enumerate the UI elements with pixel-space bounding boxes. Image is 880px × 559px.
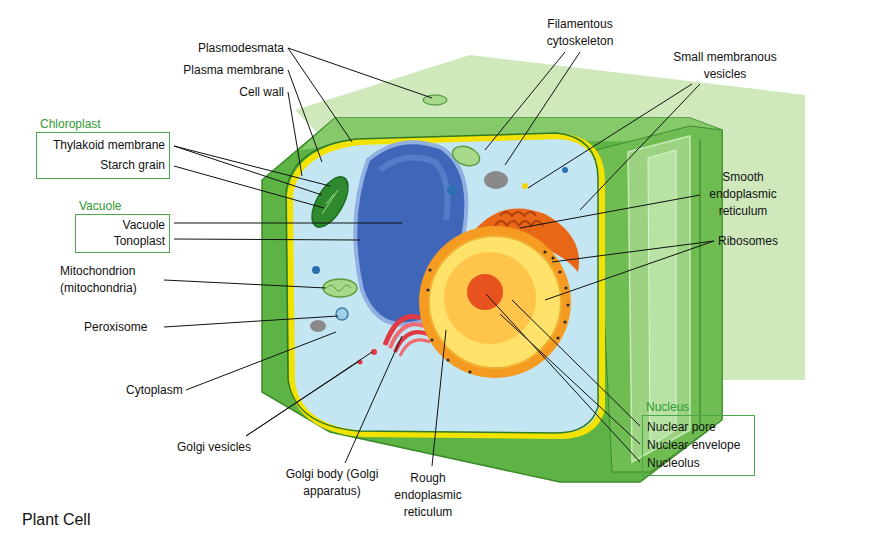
illustration-line [174,146,322,195]
illustration-line [520,195,700,228]
illustration-circle [336,308,348,320]
illustration-circle [312,266,320,274]
illustration-line [580,84,700,210]
illustration-circle [428,268,431,271]
group-item: Nucleolus [647,454,750,472]
group-heading: Nucleus [642,400,755,415]
cytoplasm [286,133,602,436]
organelle-group-box: VacuoleVacuoleTonoplast [75,199,170,253]
group-item: Vacuole [80,217,165,233]
illustration-line [246,352,372,436]
part-label: Cytoplasm [126,382,206,399]
illustration-path [286,133,598,433]
illustration-circle [551,256,554,259]
illustration-circle [566,303,569,306]
cell-wall [262,55,805,482]
illustration-ellipse [450,143,482,169]
illustration-circle [430,338,433,341]
illustration-line [545,241,714,300]
illustration-circle [468,370,471,373]
illustration-line [174,223,402,224]
illustration-circle [543,250,546,253]
figure-caption: Plant Cell [22,510,90,530]
group-item: Nuclear pore [647,418,750,436]
illustration-line [486,294,640,462]
illustration-line [322,190,338,214]
illustration-circle [564,286,567,289]
illustration-circle [426,288,429,291]
part-label: Peroxisome [84,319,164,336]
group-item: Nuclear envelope [647,436,750,454]
illustration-path [500,212,536,216]
part-label: Small membranous vesicles [660,49,790,83]
part-label: Golgi body (Golgi apparatus) [280,466,384,500]
illustration-line [174,166,324,208]
illustration-line [505,52,580,165]
illustration-circle [556,336,559,339]
illustration-line [186,332,336,390]
group-item: Thylakoid membrane [41,135,165,155]
part-label: Mitochondrion (mitochondria) [60,263,160,297]
illustration-path [400,340,430,356]
chloroplast [305,171,356,232]
part-label: Plasma membrane [154,62,284,79]
group-frame: VacuoleTonoplast [75,214,170,253]
illustration-line [552,241,714,262]
illustration-line [288,92,302,176]
illustration-line [288,70,322,162]
group-item: Starch grain [41,155,165,175]
illustration-line [500,314,640,444]
illustration-circle [467,274,503,310]
group-frame: Thylakoid membraneStarch grain [36,132,170,179]
illustration-path [290,136,602,436]
part-label: Golgi vesicles [159,439,269,456]
illustration-line [164,316,338,327]
part-label: Rough endoplasmic reticulum [383,470,473,521]
illustration-circle [522,183,528,189]
part-label: Plasmodesmata [154,40,284,57]
illustration-circle [419,226,571,378]
group-heading: Vacuole [75,199,170,214]
part-label: Cell wall [154,84,284,101]
nucleus [419,208,579,378]
illustration-line [174,146,330,186]
part-label: Smooth endoplasmic reticulum [698,169,788,220]
illustration-line [528,84,692,188]
illustration-circle [563,320,566,323]
illustration-ellipse [305,171,356,232]
group-item: Tonoplast [80,233,165,249]
illustration-line [512,300,640,426]
illustration-ellipse [310,320,326,332]
organelle-group-box: NucleusNuclear poreNuclear envelopeNucle… [642,400,755,476]
group-heading: Chloroplast [36,117,170,132]
organelle-group-box: ChloroplastThylakoid membraneStarch grai… [36,117,170,179]
illustration-g [426,250,569,373]
group-frame: Nuclear poreNuclear envelopeNucleolus [642,415,755,476]
illustration-line [432,330,446,466]
illustration-line [288,48,432,98]
illustration-line [699,140,701,424]
illustration-path [327,285,351,291]
illustration-circle [446,358,449,361]
leader-line-group [164,48,714,466]
illustration-circle [429,236,561,368]
illustration-ellipse [323,279,357,297]
illustration-line [174,239,360,240]
illustration-ellipse [484,171,508,189]
illustration-line [164,280,326,288]
illustration-line [326,194,334,204]
illustration-circle [562,167,568,173]
part-label: Filamentous cytoskeleton [535,16,625,50]
illustration-line [345,336,402,463]
illustration-circle [558,270,561,273]
illustration-circle [447,185,457,195]
illustration-path [380,158,448,221]
part-label: Ribosomes [718,233,798,250]
